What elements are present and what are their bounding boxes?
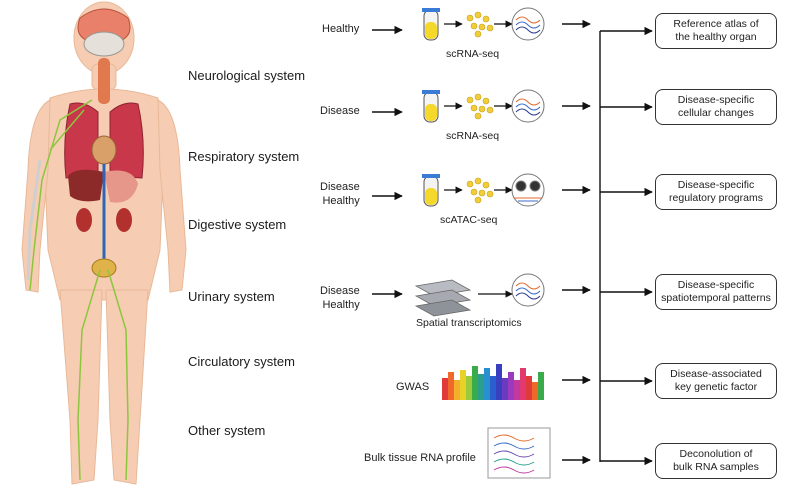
output-box-5: Disease-associated key genetic factor — [655, 363, 777, 399]
gwas-manhattan-icon — [442, 364, 544, 400]
cells-icon — [466, 177, 494, 204]
dna-strands-icon — [511, 273, 545, 307]
system-label-other: Other system — [188, 423, 266, 438]
output-box-3: Disease-specific regulatory programs — [655, 174, 777, 210]
tube-icon — [422, 174, 440, 207]
cells-icon — [466, 11, 494, 38]
nerves — [29, 99, 129, 481]
system-label-urinary: Urinary system — [188, 289, 275, 304]
tube-icon — [422, 8, 440, 41]
technique-label-row-1: scRNA-seq — [446, 48, 500, 60]
liver — [68, 169, 104, 202]
condition-label-row-1: Healthy — [322, 23, 360, 35]
technique-label-row-2: scRNA-seq — [446, 130, 500, 142]
spatial-slides-icon — [414, 279, 472, 317]
output-box-2: Disease-specific cellular changes — [655, 89, 777, 125]
condition-label-row-3: Disease Healthy — [320, 181, 360, 207]
system-label-respiratory: Respiratory system — [188, 149, 300, 164]
condition-label-row-4: Disease Healthy — [320, 285, 360, 311]
bladder — [91, 258, 117, 278]
arm-bone — [26, 159, 42, 281]
input-arrows — [372, 25, 403, 299]
kidney-right — [116, 208, 132, 232]
output-box-4: Disease-specific spatiotemporal patterns — [655, 274, 777, 310]
stomach — [104, 170, 138, 203]
system-label-neurological: Neurological system — [188, 68, 306, 83]
technique-label-row-4: Spatial transcriptomics — [416, 317, 522, 329]
trachea — [98, 58, 110, 104]
technique-label-row-3: scATAC-seq — [440, 214, 498, 226]
condition-label-bulk: Bulk tissue RNA profile — [364, 452, 476, 464]
chromatin-icon — [511, 173, 545, 207]
output-box-6: Deconolution of bulk RNA samples — [655, 443, 777, 479]
cells-to-seq-arrows — [478, 20, 513, 298]
output-arrows — [600, 26, 653, 466]
sample-tubes — [422, 8, 440, 207]
skull — [83, 31, 125, 57]
cell-clusters — [466, 11, 494, 204]
technique-arrows — [562, 19, 591, 465]
tube-icon — [422, 90, 440, 123]
dna-strands-icon — [511, 89, 545, 123]
tube-to-cells-arrows — [444, 20, 463, 194]
condition-label-gwas: GWAS — [396, 381, 430, 393]
sequencing-icons — [511, 7, 545, 307]
cells-icon — [466, 93, 494, 120]
condition-label-row-2: Disease — [320, 105, 360, 117]
kidney-left — [76, 208, 92, 232]
system-label-digestive: Digestive system — [188, 217, 287, 232]
system-label-circulatory: Circulatory system — [188, 354, 295, 369]
bulk-rna-profile-icon — [487, 427, 551, 479]
brain — [77, 8, 131, 41]
dna-strands-icon — [511, 7, 545, 41]
output-box-1: Reference atlas of the healthy organ — [655, 13, 777, 49]
